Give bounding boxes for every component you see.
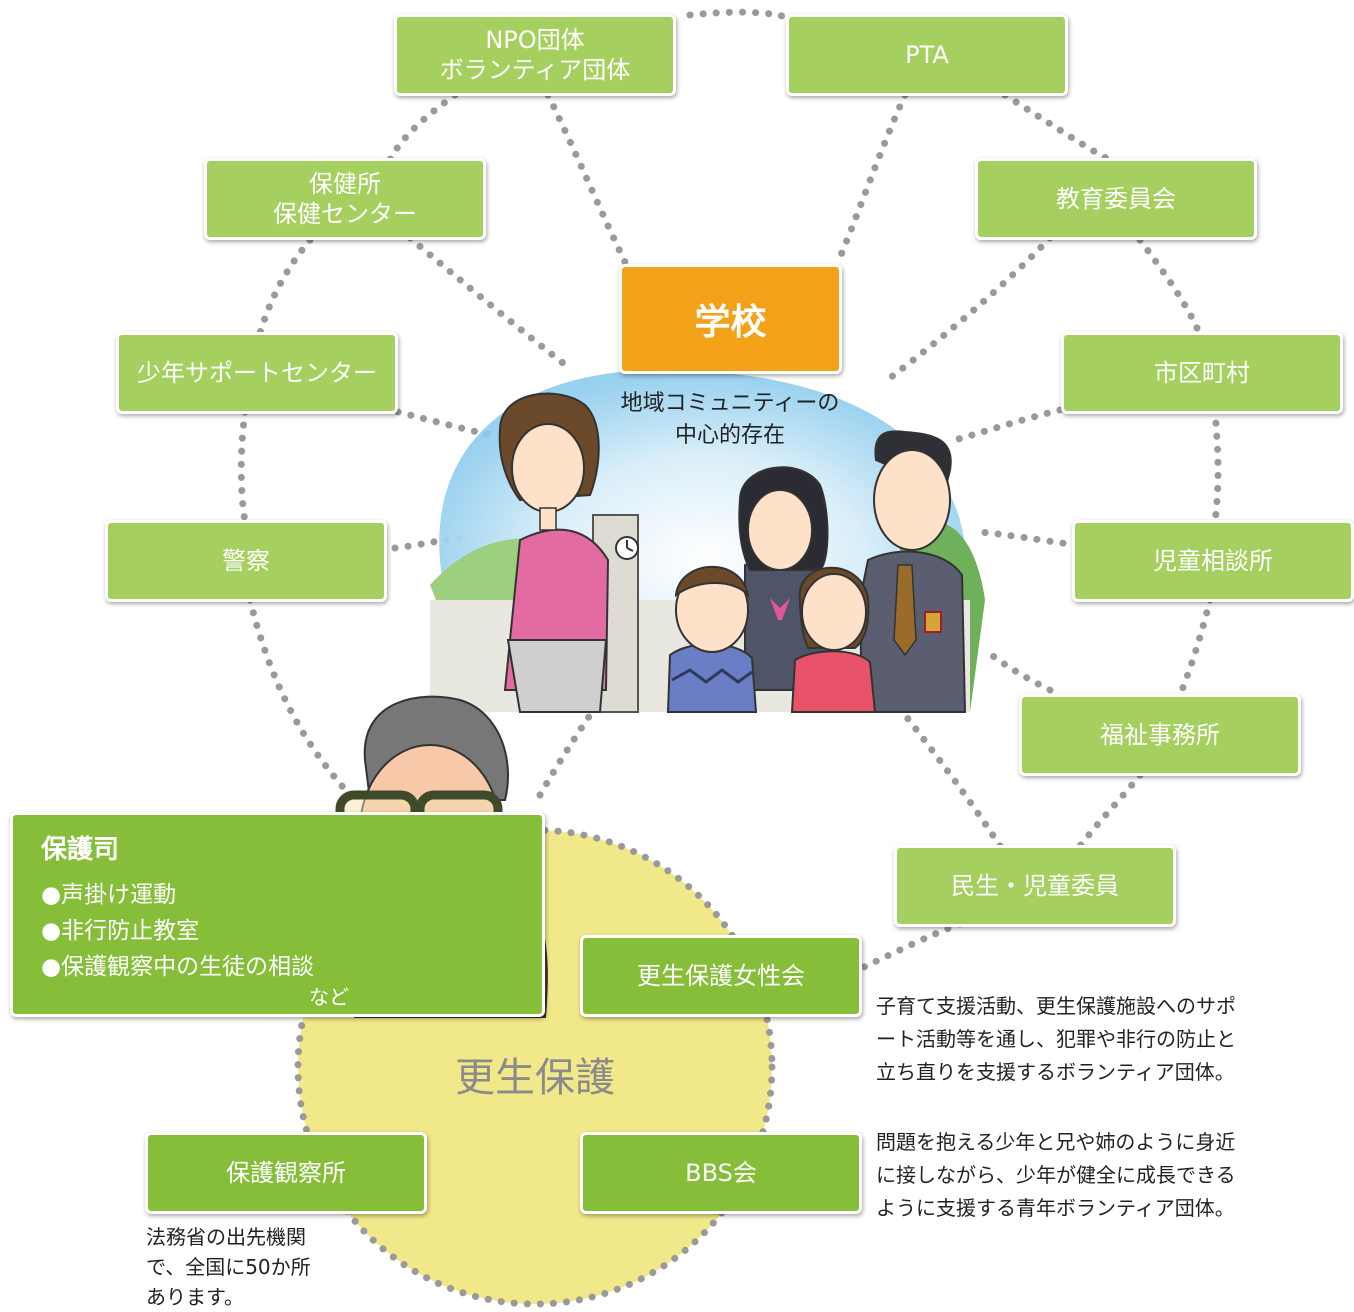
small-girl-figure xyxy=(790,566,877,713)
node-npo-line1: NPO団体 xyxy=(485,26,585,54)
node-shonen-support: 少年サポートセンター xyxy=(116,332,398,414)
node-kyoiku-iinkai: 教育委員会 xyxy=(975,158,1257,240)
hogoshi-item-3: ●保護観察中の生徒の相談 xyxy=(41,954,315,980)
node-pta-label: PTA xyxy=(905,41,949,69)
node-shonen-support-label: 少年サポートセンター xyxy=(137,359,377,387)
school-title: 学校 xyxy=(694,302,767,343)
school-subtitle: 地域コミュニティーの 中心的存在 xyxy=(590,388,870,452)
node-keisatsu-label: 警察 xyxy=(222,547,270,575)
hogoshi-title: 保護司 xyxy=(41,835,120,865)
note-josei-line2: ート活動等を通し、犯罪や非行の防止と xyxy=(876,1027,1236,1051)
note-hogo-kansatsu: 法務省の出先機関 で、全国に50か所 あります。 xyxy=(146,1222,311,1312)
connector-lines xyxy=(391,91,1080,850)
note-kansatsu-line2: で、全国に50か所 xyxy=(146,1255,311,1279)
kosei-hogo-label: 更生保護 xyxy=(455,1055,615,1101)
node-npo: NPO団体 ボランティア団体 xyxy=(394,14,676,96)
node-fukushi-jimusho: 福祉事務所 xyxy=(1019,694,1301,776)
note-josei-line3: 立ち直りを支援するボランティア団体。 xyxy=(876,1060,1235,1084)
node-hokenjo-line2: 保健センター xyxy=(273,200,417,228)
school-node: 学校 xyxy=(619,264,842,374)
father-figure xyxy=(858,430,967,713)
node-fukushi-label: 福祉事務所 xyxy=(1100,721,1220,749)
hogoshi-item-2: ●非行防止教室 xyxy=(41,918,200,944)
node-npo-line2: ボランティア団体 xyxy=(439,56,631,84)
note-bbs-line2: に接しながら、少年が健全に成長できる xyxy=(876,1163,1236,1187)
hogoshi-etc: など xyxy=(309,985,349,1009)
node-shikuchoson: 市区町村 xyxy=(1061,332,1343,414)
note-josei-line1: 子育て支援活動、更生保護施設へのサポ xyxy=(876,994,1236,1018)
note-kosei-josei: 子育て支援活動、更生保護施設へのサポ ート活動等を通し、犯罪や非行の防止と 立ち… xyxy=(876,990,1236,1089)
school-subtitle-line1: 地域コミュニティーの xyxy=(620,391,840,416)
older-girl-figure xyxy=(738,466,837,691)
outer-network-ring xyxy=(237,8,1222,972)
node-minsei-iin: 民生・児童委員 xyxy=(894,845,1176,927)
node-kosei-josei-label: 更生保護女性会 xyxy=(637,962,805,990)
school-subtitle-line2: 中心的存在 xyxy=(674,423,785,448)
hogoshi-box: 保護司 ●声掛け運動 ●非行防止教室 ●保護観察中の生徒の相談 など xyxy=(10,812,545,1017)
family-illustration xyxy=(430,370,985,713)
node-hokenjo: 保健所 保健センター xyxy=(204,158,486,240)
node-hokenjo-line1: 保健所 xyxy=(309,170,381,198)
node-jido-sodanjo: 児童相談所 xyxy=(1072,520,1354,602)
note-kansatsu-line1: 法務省の出先機関 xyxy=(146,1225,306,1249)
note-kansatsu-line3: あります。 xyxy=(146,1285,244,1309)
node-shikuchoson-label: 市区町村 xyxy=(1154,359,1250,387)
node-hogo-kansatsujo: 保護観察所 xyxy=(145,1132,427,1214)
node-bbs-label: BBS会 xyxy=(685,1159,757,1187)
note-bbs-line3: ように支援する青年ボランティア団体。 xyxy=(876,1196,1235,1220)
hogoshi-activities: ●声掛け運動 ●非行防止教室 ●保護観察中の生徒の相談 xyxy=(41,877,314,985)
note-bbs: 問題を抱える少年と兄や姉のように身近 に接しながら、少年が健全に成長できる よう… xyxy=(876,1126,1236,1225)
node-kosei-hogo-joseikai: 更生保護女性会 xyxy=(580,935,862,1017)
node-minsei-label: 民生・児童委員 xyxy=(951,872,1119,900)
mother-figure xyxy=(498,392,610,713)
node-keisatsu: 警察 xyxy=(105,520,387,602)
node-hogo-kansatsu-label: 保護観察所 xyxy=(226,1159,346,1187)
node-jido-sodanjo-label: 児童相談所 xyxy=(1153,547,1273,575)
boy-figure xyxy=(666,565,758,713)
hogoshi-item-1: ●声掛け運動 xyxy=(41,882,177,908)
note-bbs-line1: 問題を抱える少年と兄や姉のように身近 xyxy=(876,1130,1236,1154)
node-bbs: BBS会 xyxy=(580,1132,862,1214)
node-pta: PTA xyxy=(786,14,1068,96)
node-kyoiku-label: 教育委員会 xyxy=(1056,185,1176,213)
